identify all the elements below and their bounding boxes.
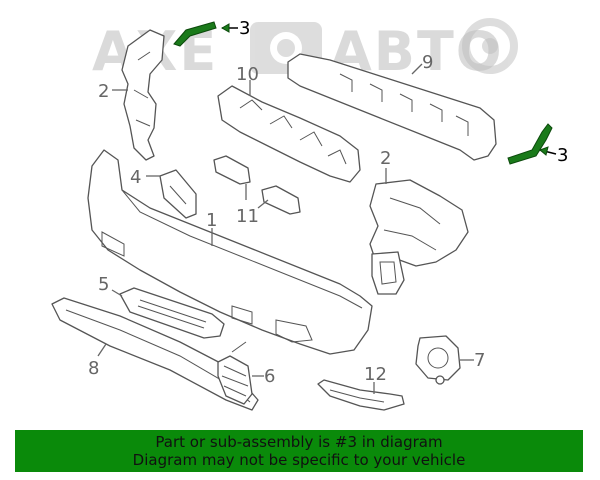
arrow-3-right — [539, 146, 549, 156]
part-1-bumper-cover[interactable] — [87, 149, 373, 355]
leader-5 — [111, 289, 123, 297]
callout-5: 5 — [98, 274, 109, 295]
part-2-left-bracket[interactable] — [121, 29, 165, 161]
callout-3-top: 3 — [239, 18, 250, 39]
callout-12: 12 — [364, 364, 387, 385]
callout-3-right: 3 — [557, 145, 568, 166]
part-12-lower-trim[interactable] — [317, 379, 405, 411]
part-5-grille[interactable] — [119, 287, 225, 339]
leader-11 — [245, 184, 269, 209]
callout-2-left: 2 — [98, 81, 109, 102]
callout-7: 7 — [474, 350, 485, 371]
part-2-right-bracket[interactable] — [369, 179, 469, 295]
callout-11: 11 — [236, 206, 259, 227]
callout-4: 4 — [130, 167, 141, 188]
banner-line-1: Part or sub-assembly is #3 in diagram — [155, 433, 443, 451]
callout-6: 6 — [264, 366, 275, 387]
part-6-grille-insert[interactable] — [217, 341, 253, 405]
callout-10: 10 — [236, 64, 259, 85]
part-3-right-bracket[interactable] — [507, 123, 553, 165]
callout-1: 1 — [206, 210, 217, 231]
arrow-3-top — [220, 23, 230, 33]
part-7-fog-lamp-cover[interactable] — [415, 335, 461, 385]
part-3-top-bracket[interactable] — [173, 21, 217, 47]
info-banner: Part or sub-assembly is #3 in diagram Di… — [15, 430, 583, 472]
banner-line-2: Diagram may not be specific to your vehi… — [132, 451, 466, 469]
part-11-clips[interactable] — [213, 155, 301, 215]
leader-8 — [97, 343, 107, 357]
part-4-bracket[interactable] — [159, 169, 197, 219]
callout-9: 9 — [422, 52, 433, 73]
part-9-reinforcement-beam[interactable] — [287, 53, 497, 161]
leader-9 — [411, 63, 423, 75]
watermark-gear-icon — [462, 18, 518, 74]
callout-2-right: 2 — [380, 148, 391, 169]
callout-8: 8 — [88, 358, 99, 379]
part-10-energy-absorber[interactable] — [217, 85, 361, 183]
